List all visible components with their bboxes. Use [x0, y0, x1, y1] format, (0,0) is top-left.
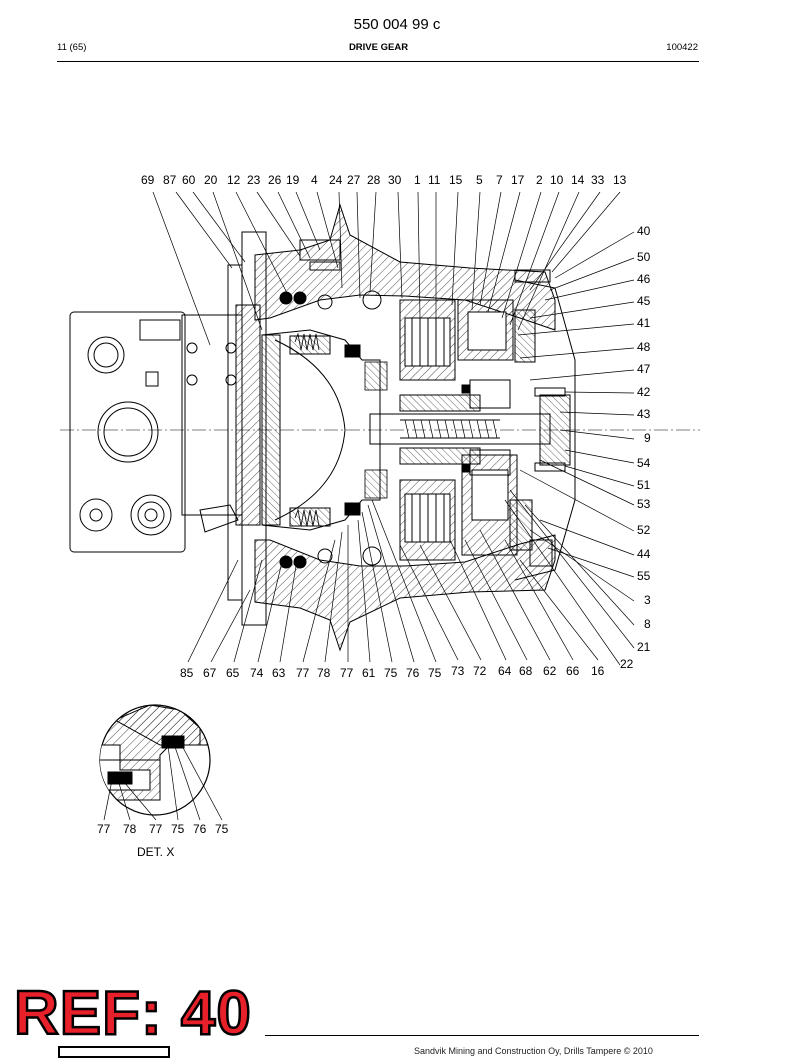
callout-17: 17 [511, 173, 525, 187]
callout-10: 10 [550, 173, 564, 187]
callout-87: 87 [163, 173, 177, 187]
callout-75-b: 75 [428, 666, 442, 680]
callout-19: 19 [286, 173, 300, 187]
callout-23: 23 [247, 173, 261, 187]
callout-13: 13 [613, 173, 627, 187]
callout-63: 63 [272, 666, 286, 680]
callout-67: 67 [203, 666, 217, 680]
mounting-flange [227, 231, 267, 626]
detail-x-view [99, 704, 223, 821]
callout-62: 62 [543, 664, 557, 678]
callout-42: 42 [637, 385, 651, 399]
header-rule [57, 61, 699, 62]
callout-60: 60 [182, 173, 196, 187]
sun-shaft [369, 413, 551, 445]
detail-callout-77-a: 77 [97, 822, 111, 836]
callout-53: 53 [637, 497, 651, 511]
detail-label: DET. X [137, 845, 175, 859]
callout-4: 4 [311, 173, 318, 187]
callout-64: 64 [498, 664, 512, 678]
callout-77-a: 77 [296, 666, 310, 680]
callout-74: 74 [250, 666, 264, 680]
callout-28: 28 [367, 173, 381, 187]
page-title: DRIVE GEAR [348, 42, 409, 53]
callout-77-b: 77 [340, 666, 354, 680]
callout-14: 14 [571, 173, 585, 187]
footer-rule [265, 1035, 699, 1036]
callout-24: 24 [329, 173, 343, 187]
callout-30: 30 [388, 173, 402, 187]
callout-40: 40 [637, 224, 651, 238]
callout-16: 16 [591, 664, 605, 678]
callout-44: 44 [637, 547, 651, 561]
callout-78: 78 [317, 666, 331, 680]
top-leader-lines [152, 191, 621, 346]
callout-76: 76 [406, 666, 420, 680]
callout-26: 26 [268, 173, 282, 187]
callout-1: 1 [414, 173, 421, 187]
reference-stamp: REF: 40 [13, 978, 252, 1050]
callout-52: 52 [637, 523, 651, 537]
callout-50: 50 [637, 250, 651, 264]
page-number: 11 (65) [57, 42, 87, 53]
callout-43: 43 [637, 407, 651, 421]
callout-27: 27 [347, 173, 361, 187]
detail-callout-77-b: 77 [149, 822, 163, 836]
callout-2: 2 [536, 173, 543, 187]
hydraulic-motor [69, 311, 243, 553]
callout-33: 33 [591, 173, 605, 187]
callout-8: 8 [644, 617, 651, 631]
callout-61: 61 [362, 666, 376, 680]
callout-55: 55 [637, 569, 651, 583]
footer-copyright: Sandvik Mining and Construction Oy, Dril… [414, 1046, 653, 1056]
callout-46: 46 [637, 272, 651, 286]
brake-discs [364, 361, 388, 499]
company-logo [58, 1046, 170, 1058]
callout-3: 3 [644, 593, 651, 607]
detail-callout-75-a: 75 [171, 822, 185, 836]
callout-21: 21 [637, 640, 651, 654]
callout-9: 9 [644, 431, 651, 445]
callout-75-a: 75 [384, 666, 398, 680]
callout-72: 72 [473, 664, 487, 678]
callout-65: 65 [226, 666, 240, 680]
callout-73: 73 [451, 664, 465, 678]
callout-66: 66 [566, 664, 580, 678]
right-leader-lines [504, 231, 635, 666]
callout-20: 20 [204, 173, 218, 187]
callout-12: 12 [227, 173, 241, 187]
callout-41: 41 [637, 316, 651, 330]
planet-gear-upper [399, 299, 456, 381]
callout-45: 45 [637, 294, 651, 308]
callout-22: 22 [620, 657, 634, 671]
callout-85: 85 [180, 666, 194, 680]
callout-69: 69 [141, 173, 155, 187]
callout-47: 47 [637, 362, 651, 376]
callout-51: 51 [637, 478, 651, 492]
callout-11: 11 [428, 173, 441, 187]
detail-callout-78: 78 [123, 822, 137, 836]
housing-lower [254, 534, 556, 652]
detail-callout-75-b: 75 [215, 822, 229, 836]
document-number: 550 004 99 c [353, 16, 441, 33]
callout-7: 7 [496, 173, 503, 187]
callout-5: 5 [476, 173, 483, 187]
housing-upper [254, 203, 556, 331]
bottom-leader-lines [187, 499, 599, 663]
document-date: 100422 [666, 42, 698, 53]
callout-48: 48 [637, 340, 651, 354]
callout-68: 68 [519, 664, 533, 678]
planet-gear-lower [399, 479, 456, 561]
callout-54: 54 [637, 456, 651, 470]
detail-callout-76: 76 [193, 822, 207, 836]
callout-15: 15 [449, 173, 463, 187]
